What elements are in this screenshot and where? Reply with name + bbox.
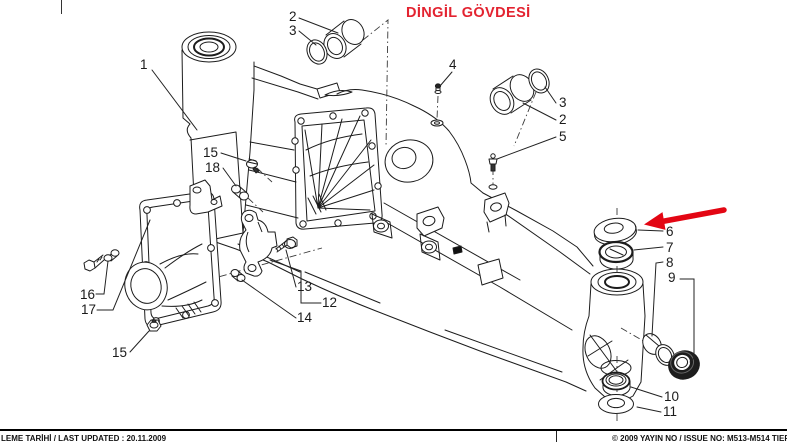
part-callout-2-right: 2	[559, 112, 567, 127]
part-callout-3-right: 3	[559, 95, 567, 110]
cover-plate	[124, 179, 223, 327]
seal-ring-top-left	[306, 39, 328, 65]
part-callout-6: 6	[666, 224, 674, 239]
lower-washer	[598, 394, 634, 414]
part-callout-15-upper: 15	[203, 145, 219, 160]
diagram-title: DİNGİL GÖVDESİ	[406, 5, 531, 21]
hex-nut	[146, 319, 162, 332]
support-bracket	[239, 209, 278, 277]
page-edge-mark	[61, 0, 62, 14]
grease-nipple	[488, 153, 498, 172]
kingpin-bearing	[598, 240, 634, 270]
footer-divider	[556, 431, 557, 442]
part-callout-4: 4	[449, 57, 457, 72]
part-callout-14: 14	[297, 310, 313, 325]
dowel-pin	[231, 184, 249, 201]
hex-bolt	[275, 236, 298, 253]
lower-seal	[668, 350, 700, 380]
part-callout-15-lower: 15	[112, 345, 128, 360]
part-callout-1: 1	[140, 57, 148, 72]
part-callout-9: 9	[668, 270, 676, 285]
part-callout-7: 7	[666, 240, 674, 255]
part-callout-2-top: 2	[289, 9, 297, 24]
pivot-pin	[230, 269, 246, 282]
footer-updated-text: LEME TARİHİ / LAST UPDATED : 20.11.2009	[1, 434, 167, 442]
screw-upper	[246, 158, 260, 174]
highlight-arrow	[644, 207, 727, 230]
screw-and-cap	[83, 249, 120, 272]
bushing-right	[489, 74, 535, 115]
footer-rule	[0, 429, 787, 431]
breather-valve	[434, 83, 442, 94]
part-callout-10: 10	[664, 389, 680, 404]
part-callout-12: 12	[322, 295, 338, 310]
part-callout-17: 17	[81, 302, 97, 317]
part-callout-11: 11	[663, 404, 678, 419]
part-callout-8: 8	[666, 255, 674, 270]
bushing-top-left	[323, 19, 365, 59]
part-callout-3-top: 3	[289, 23, 297, 38]
part-callout-18: 18	[205, 160, 221, 175]
seal-ring-right	[528, 68, 550, 94]
lower-bearing-ring	[601, 371, 631, 397]
thrust-washer	[593, 217, 637, 246]
part-callout-5: 5	[559, 129, 567, 144]
leader-lines	[95, 17, 695, 413]
footer-issue-text: © 2009 YAYIN NO / ISSUE NO: M513-M514 TI…	[612, 434, 787, 442]
part-callout-13: 13	[297, 279, 313, 294]
part-callout-16: 16	[80, 287, 96, 302]
